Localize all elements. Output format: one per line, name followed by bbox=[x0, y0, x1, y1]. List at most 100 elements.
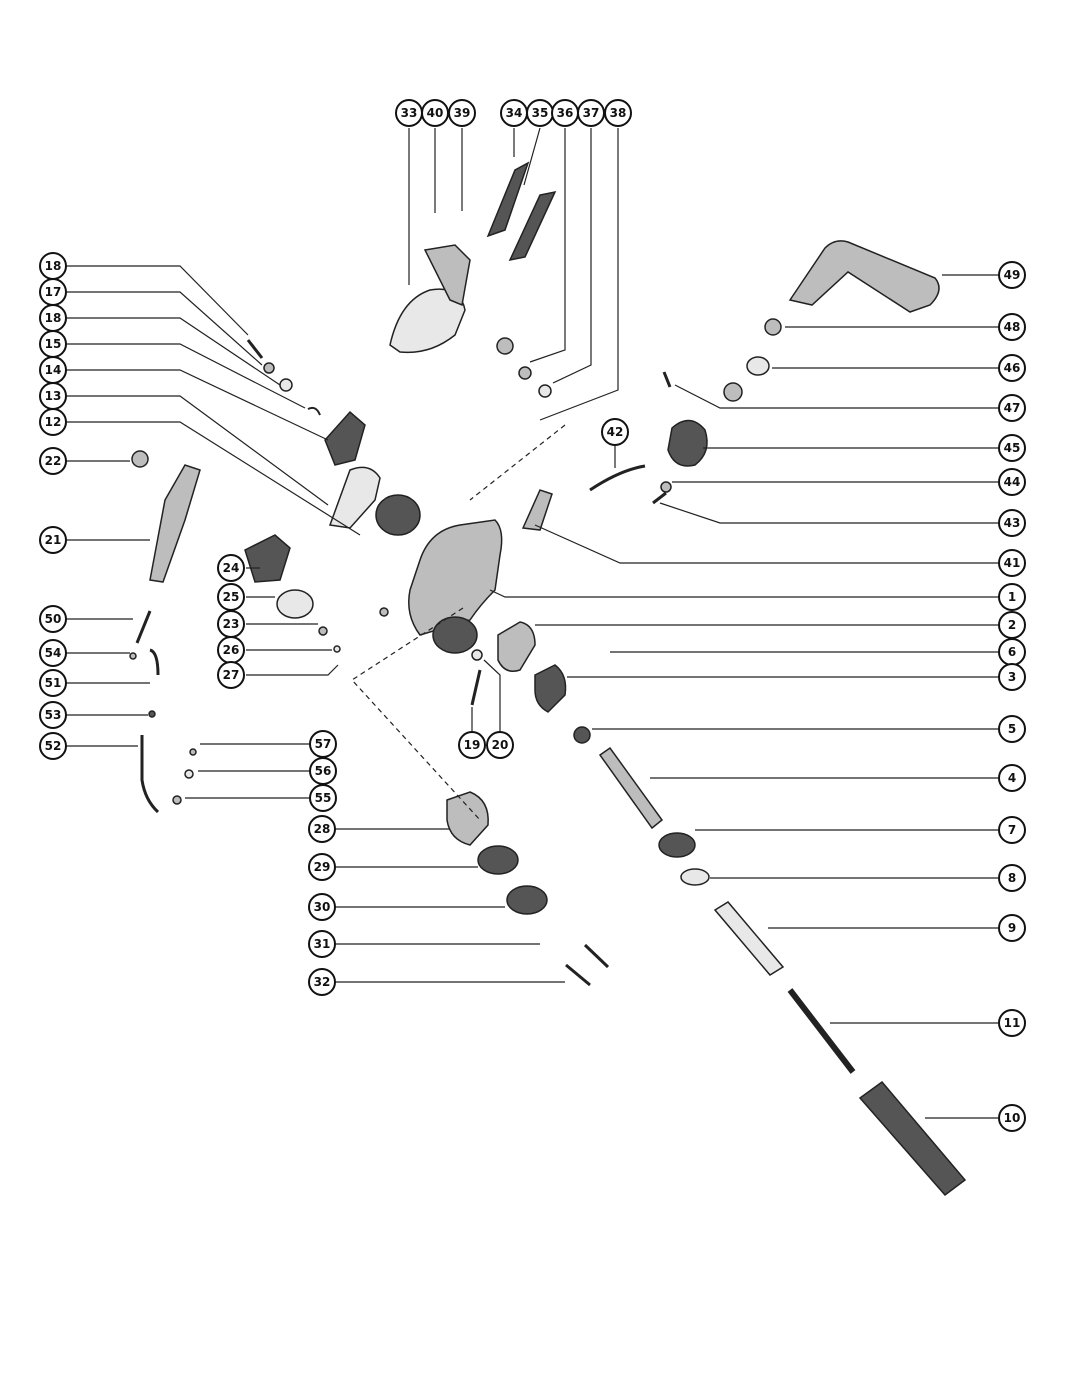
callout-circle bbox=[998, 313, 1026, 341]
callout-45: 45 bbox=[998, 434, 1026, 462]
callout-3: 3 bbox=[998, 663, 1026, 691]
handle-part-33b bbox=[423, 244, 471, 307]
callout-24: 24 bbox=[217, 554, 245, 582]
callout-number: 24 bbox=[223, 561, 240, 575]
callout-number: 8 bbox=[1008, 871, 1016, 885]
callout-number: 52 bbox=[45, 739, 62, 753]
ring-part-5 bbox=[573, 726, 591, 744]
callout-number: 54 bbox=[45, 646, 62, 660]
callout-number: 7 bbox=[1008, 823, 1016, 837]
callout-circle bbox=[601, 418, 629, 446]
small-part-55 bbox=[172, 795, 182, 805]
callout-39: 39 bbox=[448, 99, 476, 127]
callout-44: 44 bbox=[998, 468, 1026, 496]
plate-part-30 bbox=[506, 885, 548, 915]
nut-part-17 bbox=[263, 362, 275, 374]
callout-25: 25 bbox=[217, 583, 245, 611]
bushing-part-2 bbox=[497, 621, 536, 672]
callout-number: 57 bbox=[315, 737, 332, 751]
rod-part-52 bbox=[140, 735, 160, 814]
lever-part-21 bbox=[149, 464, 201, 583]
callout-number: 45 bbox=[1004, 441, 1021, 455]
callout-number: 36 bbox=[557, 106, 574, 120]
cover-part-24 bbox=[244, 534, 291, 583]
screw-part-18 bbox=[246, 339, 264, 359]
callout-number: 5 bbox=[1008, 722, 1016, 736]
callout-number: 30 bbox=[314, 900, 331, 914]
callout-47: 47 bbox=[998, 394, 1026, 422]
shaft-part-4 bbox=[598, 746, 664, 830]
screw-part-47 bbox=[662, 371, 672, 388]
bushing-part-36 bbox=[496, 337, 514, 355]
main-housing-part-1 bbox=[408, 519, 503, 636]
washer-part-8 bbox=[680, 868, 710, 886]
small-part-26 bbox=[333, 645, 341, 653]
callout-29: 29 bbox=[308, 853, 336, 881]
callout-circle bbox=[998, 816, 1026, 844]
callout-50: 50 bbox=[39, 605, 67, 633]
callout-43: 43 bbox=[998, 509, 1026, 537]
callout-22: 22 bbox=[39, 447, 67, 475]
callout-circle bbox=[998, 354, 1026, 382]
callout-number: 37 bbox=[583, 106, 600, 120]
callout-number: 10 bbox=[1004, 1111, 1021, 1125]
housing-bore bbox=[432, 616, 478, 654]
callout-28: 28 bbox=[308, 815, 336, 843]
callout-number: 31 bbox=[314, 937, 331, 951]
callout-38: 38 bbox=[604, 99, 632, 127]
callout-52: 52 bbox=[39, 732, 67, 760]
callout-8: 8 bbox=[998, 864, 1026, 892]
small-part-27 bbox=[379, 607, 389, 617]
callout-circle bbox=[998, 764, 1026, 792]
callout-15: 15 bbox=[39, 330, 67, 358]
callout-26: 26 bbox=[217, 636, 245, 664]
callout-36: 36 bbox=[551, 99, 579, 127]
callout-57: 57 bbox=[309, 730, 337, 758]
callout-number: 50 bbox=[45, 612, 62, 626]
gasket-part-25 bbox=[276, 589, 314, 619]
screw-part-31 bbox=[583, 943, 610, 969]
callout-number: 18 bbox=[45, 311, 62, 325]
callout-32: 32 bbox=[308, 968, 336, 996]
small-part-53 bbox=[148, 710, 156, 718]
callout-number: 23 bbox=[223, 617, 240, 631]
bolt-part-50 bbox=[135, 610, 152, 644]
nut-part-48 bbox=[764, 318, 782, 336]
callout-number: 35 bbox=[532, 106, 549, 120]
callout-18: 18 bbox=[39, 304, 67, 332]
callout-number: 51 bbox=[45, 676, 62, 690]
callout-circle bbox=[39, 526, 67, 554]
yoke-part-13 bbox=[328, 466, 381, 529]
callout-number: 44 bbox=[1004, 475, 1021, 489]
callout-7: 7 bbox=[998, 816, 1026, 844]
callout-number: 41 bbox=[1004, 556, 1021, 570]
callout-37: 37 bbox=[577, 99, 605, 127]
callout-number: 27 bbox=[223, 668, 240, 682]
small-part-54 bbox=[129, 652, 137, 660]
callout-circle bbox=[998, 261, 1026, 289]
callout-circle bbox=[217, 554, 245, 582]
callout-number: 33 bbox=[401, 106, 418, 120]
callout-circle bbox=[308, 815, 336, 843]
rod-part-11 bbox=[787, 988, 856, 1074]
nut-part-36b bbox=[518, 366, 532, 380]
callout-55: 55 bbox=[309, 784, 337, 812]
callout-1: 1 bbox=[998, 583, 1026, 611]
callout-number: 42 bbox=[607, 425, 624, 439]
cap-part-7 bbox=[658, 832, 696, 858]
bracket-part-47b bbox=[723, 382, 743, 402]
callout-number: 29 bbox=[314, 860, 331, 874]
callout-circle bbox=[308, 930, 336, 958]
callout-21: 21 bbox=[39, 526, 67, 554]
callout-circle bbox=[998, 468, 1026, 496]
disc-part-12 bbox=[375, 494, 421, 536]
callout-23: 23 bbox=[217, 610, 245, 638]
housing-part-28 bbox=[446, 791, 489, 846]
callout-circle bbox=[998, 549, 1026, 577]
callout-54: 54 bbox=[39, 639, 67, 667]
callout-number: 12 bbox=[45, 415, 62, 429]
callout-6: 6 bbox=[998, 638, 1026, 666]
lever-part-34 bbox=[486, 161, 530, 238]
small-part-57 bbox=[189, 748, 197, 756]
callout-number: 28 bbox=[314, 822, 331, 836]
